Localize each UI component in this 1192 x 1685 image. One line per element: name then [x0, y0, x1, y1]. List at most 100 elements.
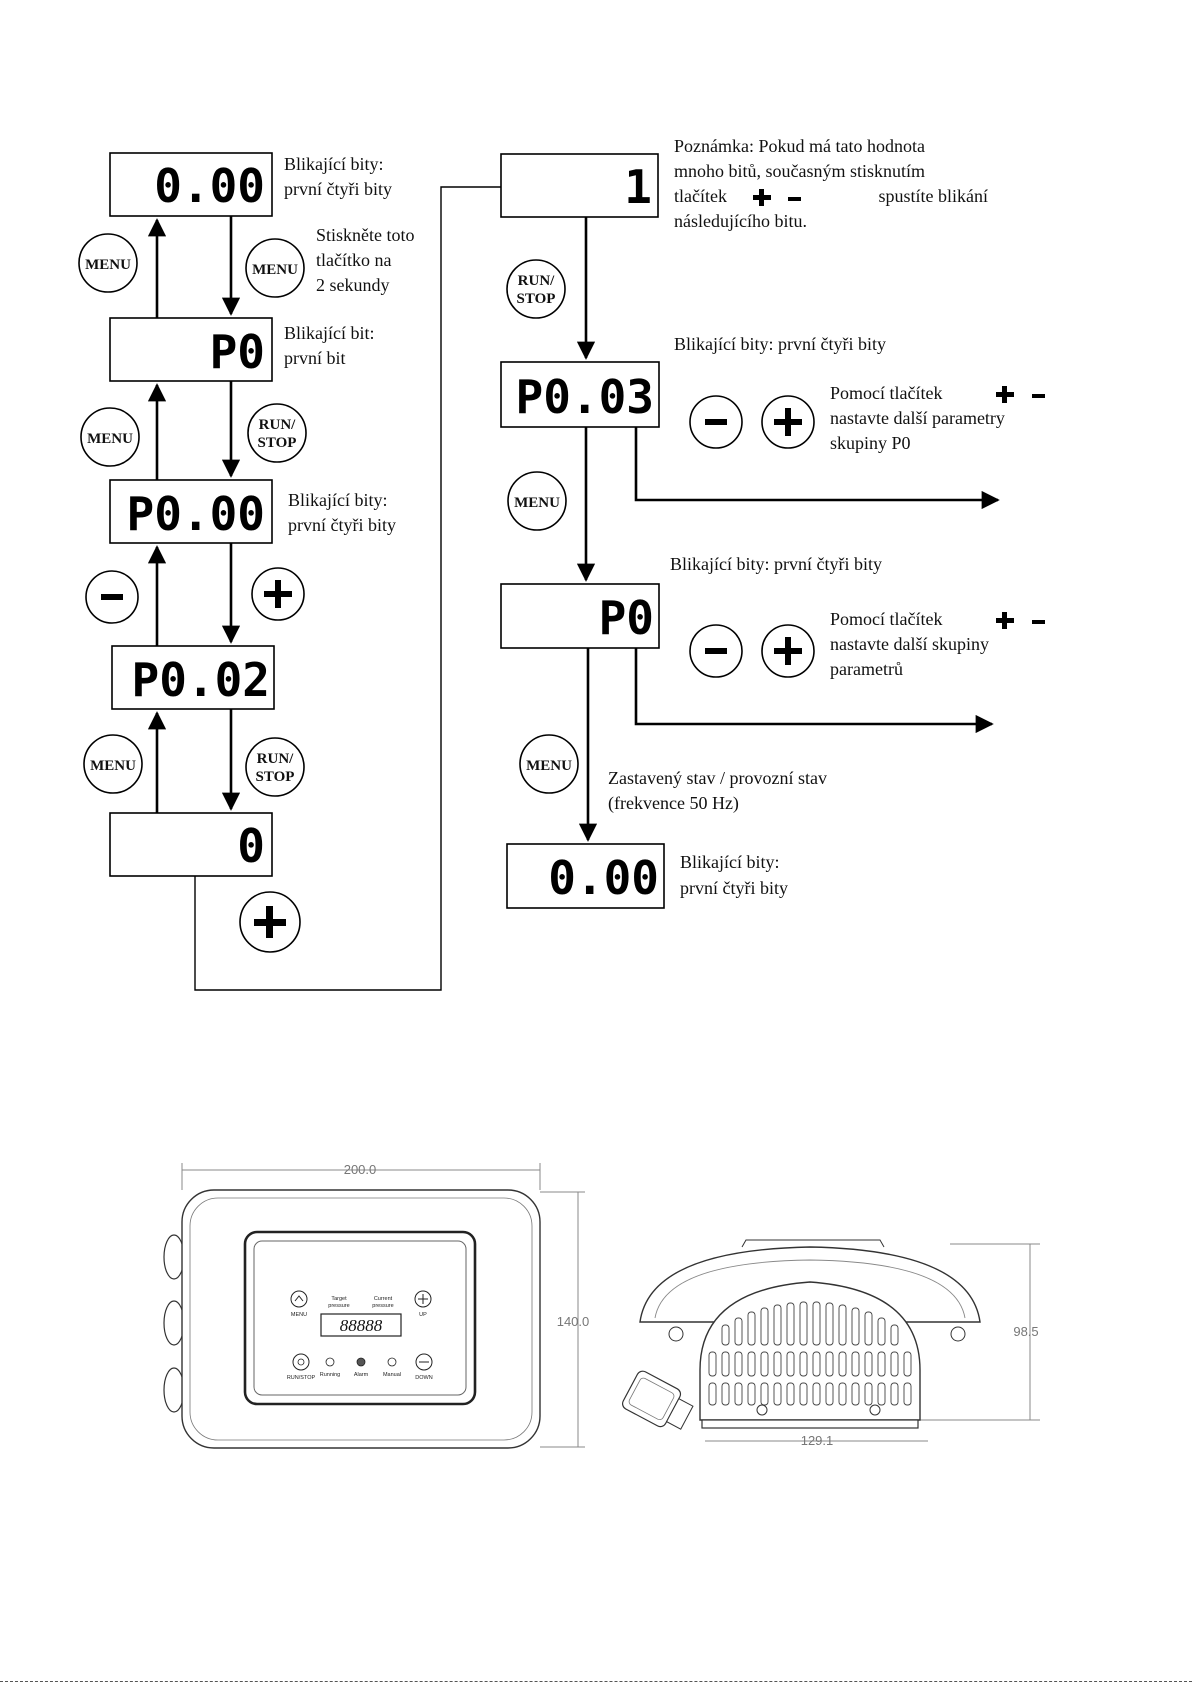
minus-glyph — [788, 197, 801, 201]
svg-text:Manual: Manual — [383, 1372, 401, 1378]
menu-button-5: MENU — [507, 471, 567, 531]
plus-button-1 — [251, 567, 305, 621]
display-value: 0.00 — [154, 159, 265, 213]
right-arrows — [576, 217, 598, 842]
display-value: P0 — [210, 325, 265, 379]
svg-text:skupiny P0: skupiny P0 — [830, 433, 911, 453]
note-3: Blikající bit: první bit — [284, 323, 375, 368]
side-view-drawing: 98.5 129.1 — [621, 1239, 1040, 1448]
svg-text:pressure: pressure — [372, 1303, 393, 1309]
minus-button-1 — [85, 570, 139, 624]
note-10: Zastavený stav / provozní stav (frekvenc… — [608, 768, 827, 814]
display-box-7: P0.03 — [500, 361, 660, 428]
display-box-1: 0.00 — [109, 152, 273, 217]
note-9: Pomocí tlačítek nastavte další skupiny p… — [830, 609, 1045, 679]
svg-text:2 sekundy: 2 sekundy — [316, 275, 390, 295]
side-width-dimension: 129.1 — [801, 1433, 834, 1448]
plus-button-4 — [761, 624, 815, 678]
run-label: RUN/ — [257, 751, 294, 767]
display-value: 1 — [624, 160, 652, 214]
connector-line — [194, 186, 501, 991]
svg-text:Zastavený stav / provozní stav: Zastavený stav / provozní stav — [608, 768, 827, 788]
menu-button-1: MENU — [78, 233, 138, 293]
svg-text:Current: Current — [374, 1296, 393, 1302]
menu-button-label: MENU — [85, 257, 131, 273]
note-1: Blikající bity: první čtyři bity — [284, 154, 392, 199]
plus-button-3 — [761, 395, 815, 449]
panel-lcd: 88888 — [340, 1316, 383, 1335]
note-2: Stiskněte toto tlačítko na 2 sekundy — [316, 225, 415, 295]
display-value: P0 — [599, 591, 654, 645]
svg-text:Blikající bity:: Blikající bity: — [288, 490, 388, 510]
svg-text:parametrů: parametrů — [830, 659, 903, 679]
menu-button-3: MENU — [80, 407, 140, 467]
menu-button-label: MENU — [90, 758, 136, 774]
svg-text:tlačítko na: tlačítko na — [316, 250, 391, 270]
svg-text:Blikající bity:: Blikající bity: — [680, 852, 780, 872]
svg-text:Poznámka: Pokud má tato hodnot: Poznámka: Pokud má tato hodnota — [674, 136, 925, 156]
svg-text:tlačítek: tlačítek — [674, 186, 727, 206]
svg-text:Blikající bity:: Blikající bity: — [284, 154, 384, 174]
plus-button-2 — [239, 891, 301, 953]
display-box-6: 1 — [500, 153, 659, 218]
svg-text:první bit: první bit — [284, 348, 346, 368]
svg-text:pressure: pressure — [328, 1303, 349, 1309]
page-bottom-rule — [0, 1681, 1192, 1682]
stop-label: STOP — [517, 291, 556, 307]
display-box-3: P0.00 — [109, 479, 273, 544]
stop-label: STOP — [256, 769, 295, 785]
menu-button-label: MENU — [252, 262, 298, 278]
svg-text:Pomocí tlačítek: Pomocí tlačítek — [830, 383, 942, 403]
run-label: RUN/ — [259, 417, 296, 433]
display-value: P0.02 — [132, 653, 270, 707]
left-arrows — [147, 216, 241, 813]
side-height-dimension: 98.5 — [1013, 1324, 1038, 1339]
display-value: 0 — [237, 819, 265, 873]
display-value: 0.00 — [548, 851, 659, 905]
note-11: Blikající bity: první čtyři bity — [680, 852, 788, 898]
panel-runstop-label: RUN/STOP — [287, 1375, 316, 1381]
menu-button-label: MENU — [526, 758, 572, 774]
display-box-5: 0 — [109, 812, 273, 877]
height-dimension: 140.0 — [557, 1314, 590, 1329]
svg-text:nastavte další parametry: nastavte další parametry — [830, 408, 1005, 428]
branch-arrows — [634, 427, 1000, 734]
menu-button-2: MENU — [245, 238, 305, 298]
display-box-9: 0.00 — [506, 843, 665, 909]
note-6: Blikající bity: první čtyři bity — [674, 334, 886, 354]
svg-text:spustíte blikání: spustíte blikání — [879, 186, 989, 206]
svg-text:Alarm: Alarm — [354, 1372, 369, 1378]
svg-text:nastavte další skupiny: nastavte další skupiny — [830, 634, 989, 654]
svg-text:(frekvence 50 Hz): (frekvence 50 Hz) — [608, 793, 739, 814]
menu-button-label: MENU — [514, 495, 560, 511]
menu-button-6: MENU — [519, 734, 579, 794]
display-box-4: P0.02 — [111, 645, 275, 710]
display-box-8: P0 — [500, 583, 660, 649]
stop-label: STOP — [258, 435, 297, 451]
note-8: Blikající bity: první čtyři bity — [670, 554, 882, 574]
svg-text:Blikající bit:: Blikající bit: — [284, 323, 375, 343]
panel-down-label: DOWN — [415, 1375, 432, 1381]
note-7: Pomocí tlačítek nastavte další parametry… — [830, 383, 1045, 453]
run-label: RUN/ — [518, 273, 555, 289]
svg-text:Pomocí tlačítek: Pomocí tlačítek — [830, 609, 942, 629]
minus-button-3 — [689, 624, 743, 678]
svg-text:Stiskněte toto: Stiskněte toto — [316, 225, 415, 245]
minus-button-2 — [689, 395, 743, 449]
width-dimension: 200.0 — [344, 1162, 377, 1177]
front-view-drawing: 200.0 140.0 MENU UP Target pressure Curr… — [163, 1162, 590, 1449]
run-stop-button-3: RUN/ STOP — [506, 259, 566, 319]
minus-glyph — [1032, 620, 1045, 624]
menu-button-4: MENU — [83, 734, 143, 794]
menu-button-label: MENU — [87, 431, 133, 447]
display-value: P0.00 — [127, 487, 265, 541]
note-poznamka: Poznámka: Pokud má tato hodnota mnoho bi… — [674, 136, 988, 231]
run-stop-button-2: RUN/ STOP — [245, 737, 305, 797]
svg-text:Target: Target — [331, 1296, 347, 1302]
svg-text:následujícího bitu.: následujícího bitu. — [674, 211, 807, 231]
svg-text:mnoho bitů, současným stisknut: mnoho bitů, současným stisknutím — [674, 161, 925, 181]
panel-menu-label: MENU — [291, 1312, 307, 1318]
minus-glyph — [1032, 394, 1045, 398]
